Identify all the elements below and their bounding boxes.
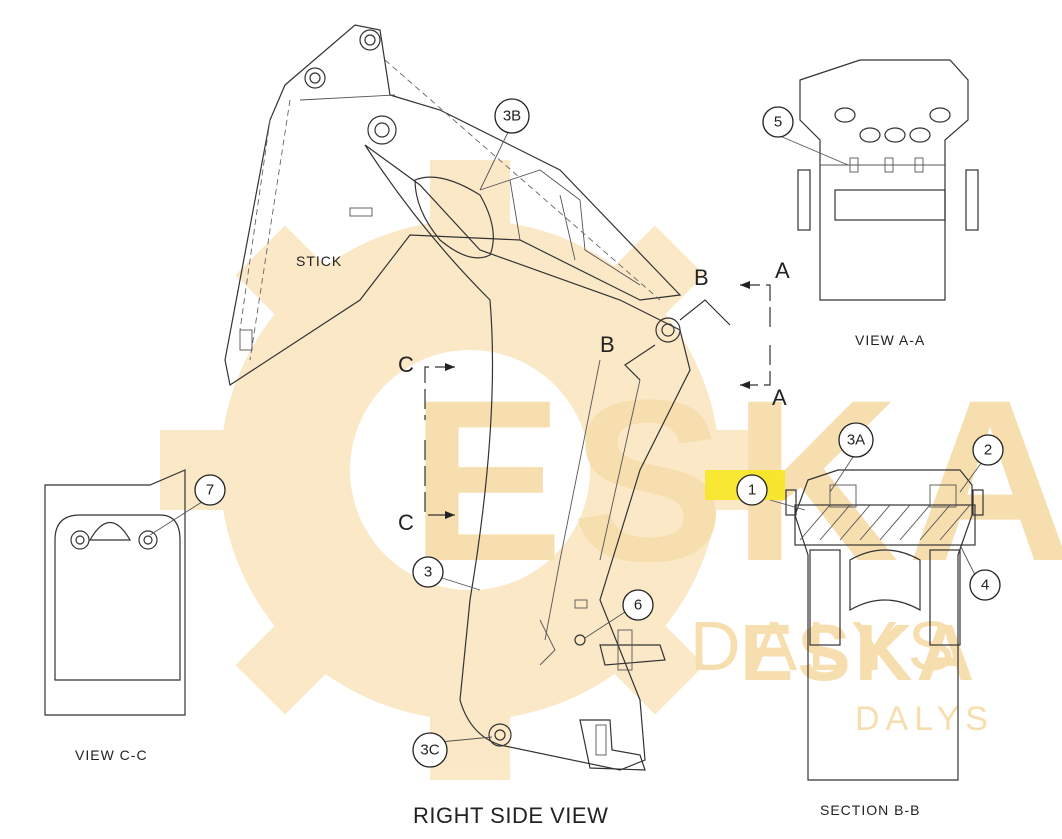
callout-3a: 3A — [838, 422, 874, 458]
watermark-subtitle: DALYS — [690, 607, 964, 685]
section-bb: SECTION B-B — [785, 469, 984, 818]
stick-outline: STICK — [224, 24, 682, 386]
boom-outline — [364, 144, 691, 771]
callout-3b: 3B — [494, 98, 530, 134]
view-aa: VIEW A-A — [797, 59, 979, 348]
svg-text:5: 5 — [774, 114, 782, 131]
callout-7: 7 — [194, 474, 226, 506]
svg-text:2: 2 — [984, 442, 992, 459]
callout-3c: 3C — [412, 732, 448, 768]
section-a-marker: A A — [740, 258, 790, 410]
watermark-brand-small: ESKA — [740, 608, 978, 697]
section-c-bottom-label: C — [398, 510, 414, 535]
callout-2: 2 — [972, 434, 1004, 466]
watermark-subtitle-small: DALYS — [855, 700, 994, 738]
svg-text:1: 1 — [748, 482, 756, 499]
svg-text:3: 3 — [424, 564, 432, 581]
callout-6: 6 — [622, 589, 654, 621]
view-cc: VIEW C-C — [44, 469, 186, 763]
section-b-marker: B B — [600, 265, 731, 381]
svg-text:7: 7 — [206, 482, 214, 499]
section-a-bottom-label: A — [772, 385, 787, 410]
svg-text:6: 6 — [634, 597, 642, 614]
stick-label: STICK — [296, 253, 342, 269]
svg-text:3C: 3C — [420, 742, 439, 759]
svg-text:3A: 3A — [847, 432, 865, 449]
leader-lines — [149, 127, 983, 743]
section-bb-label: SECTION B-B — [820, 802, 920, 818]
section-b-top-label: B — [694, 265, 709, 290]
section-c-marker: C C — [398, 352, 455, 535]
section-b-left-label: B — [600, 332, 615, 357]
view-aa-label: VIEW A-A — [855, 332, 925, 348]
callout-4: 4 — [969, 569, 1001, 601]
callout-3: 3 — [412, 556, 444, 588]
main-view-title: RIGHT SIDE VIEW — [413, 803, 608, 828]
section-c-top-label: C — [398, 352, 414, 377]
section-a-top-label: A — [775, 258, 790, 283]
svg-text:3B: 3B — [503, 108, 521, 125]
callout-1: 1 — [736, 474, 768, 506]
view-cc-label: VIEW C-C — [75, 747, 148, 763]
callout-5: 5 — [762, 106, 794, 138]
svg-text:4: 4 — [981, 577, 989, 594]
